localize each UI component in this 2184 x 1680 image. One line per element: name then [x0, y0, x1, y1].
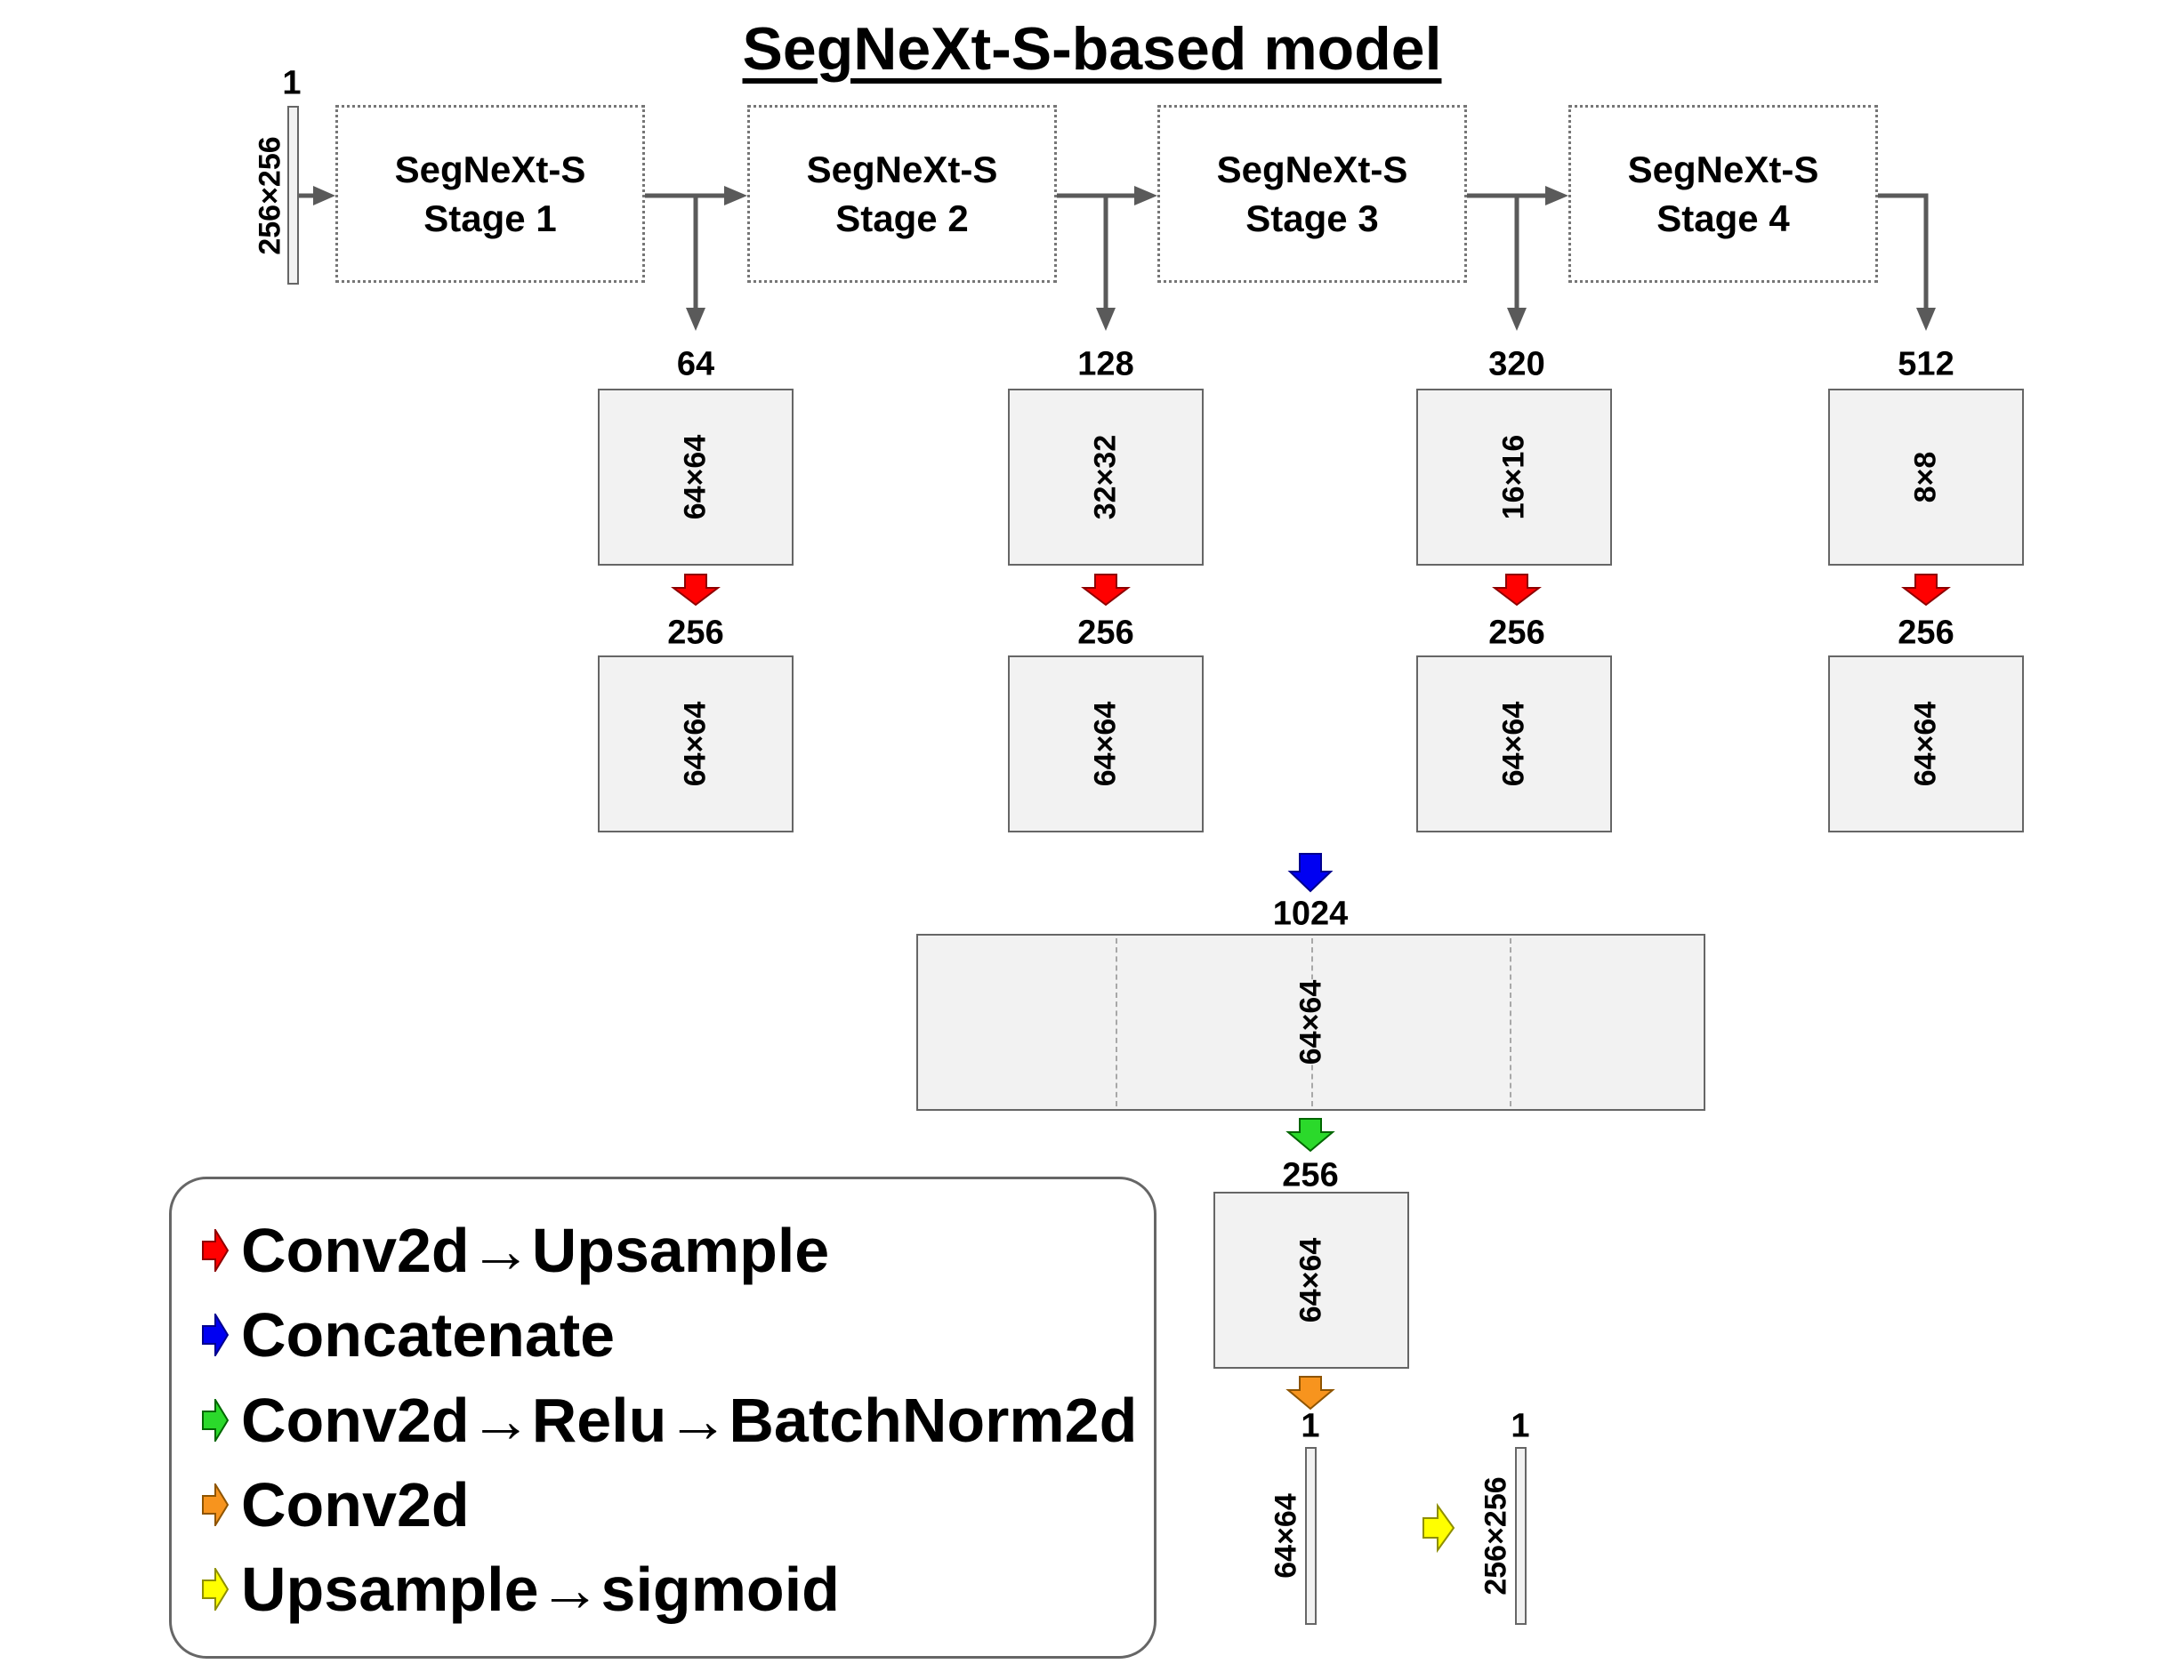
fuse-channels-label: 256 — [1282, 1156, 1339, 1194]
col4-channels-label: 512 — [1898, 345, 1954, 383]
stage2-number: Stage 2 — [835, 197, 969, 239]
stage2-to-stage3-arrowhead — [1134, 186, 1157, 205]
page-title: SegNeXt-S-based model — [0, 14, 2184, 84]
upsampled-map-stage4: 64×64 — [1828, 655, 2024, 832]
orange-arrow-icon-flow — [1285, 1376, 1335, 1411]
stage1-to-stage2-arrowhead — [724, 186, 747, 205]
input-to-stage1-arrowhead — [313, 186, 335, 205]
stage1-branch-arrowhead — [686, 308, 705, 331]
green-arrow-icon-shape — [202, 1399, 229, 1442]
concat-box: 64×64 — [916, 934, 1705, 1111]
stage3-number: Stage 3 — [1245, 197, 1379, 239]
fuse-box: 64×64 — [1213, 1192, 1409, 1369]
stage3-to-stage4-arrowhead — [1545, 186, 1568, 205]
upsampled-map-stage4-size: 64×64 — [1908, 701, 1943, 787]
col1-fused-channels-label: 256 — [667, 614, 724, 652]
col4-fused-channels-label: 256 — [1898, 614, 1954, 652]
col2-fused-channels-label: 256 — [1077, 614, 1134, 652]
upsampled-map-stage3-size: 64×64 — [1496, 701, 1531, 787]
legend-label-conv-upsample: Conv2d→Upsample — [241, 1216, 830, 1285]
stage-box-4: SegNeXt-S Stage 4 — [1568, 105, 1878, 283]
orange-arrow-icon-shape — [202, 1483, 229, 1526]
output-channels-label: 1 — [1511, 1407, 1530, 1445]
feature-map-stage2: 32×32 — [1008, 389, 1204, 566]
stage-box-3: SegNeXt-S Stage 3 — [1157, 105, 1467, 283]
orange-arrow-icon — [202, 1483, 229, 1526]
legend-box: Conv2d→Upsample Concatenate Conv2d→Relu→… — [169, 1177, 1156, 1659]
fuse-size: 64×64 — [1293, 1237, 1328, 1323]
col1-channels-label: 64 — [676, 345, 715, 383]
yellow-arrow-icon-shape — [202, 1568, 229, 1611]
input-size-label: 256×256 — [253, 136, 287, 255]
feature-map-stage4-size: 8×8 — [1908, 451, 1943, 503]
legend-item-concatenate: Concatenate — [202, 1292, 615, 1378]
feature-map-stage3: 16×16 — [1416, 389, 1612, 566]
logits-size-label: 64×64 — [1269, 1493, 1303, 1579]
stage2-branch-arrowhead — [1096, 308, 1116, 331]
col3-fused-channels-label: 256 — [1488, 614, 1545, 652]
feature-map-stage4: 8×8 — [1828, 389, 2024, 566]
legend-label-upsample-sigmoid: Upsample→sigmoid — [241, 1555, 840, 1624]
yellow-arrow-icon-flow — [1422, 1502, 1455, 1554]
col2-channels-label: 128 — [1077, 345, 1134, 383]
stage-box-2: SegNeXt-S Stage 2 — [747, 105, 1057, 283]
blue-arrow-icon-flow — [1287, 853, 1334, 893]
blue-arrow-icon-shape — [202, 1314, 229, 1356]
legend-label-conv-relu-bn: Conv2d→Relu→BatchNorm2d — [241, 1386, 1138, 1455]
feature-map-stage1-size: 64×64 — [678, 434, 713, 520]
col3-channels-label: 320 — [1488, 345, 1545, 383]
output-tensor-strip — [1515, 1447, 1527, 1625]
page-title-text: SegNeXt-S-based model — [742, 15, 1442, 83]
stage4-number: Stage 4 — [1656, 197, 1790, 239]
stage1-number: Stage 1 — [423, 197, 557, 239]
input-channels-label: 1 — [282, 64, 302, 102]
upsampled-map-stage1-size: 64×64 — [678, 701, 713, 787]
output-size-label: 256×256 — [1479, 1476, 1513, 1596]
concat-size: 64×64 — [1293, 979, 1328, 1065]
red-arrow-icon-shape — [202, 1229, 229, 1272]
logits-tensor-strip — [1305, 1447, 1317, 1625]
upsampled-map-stage2: 64×64 — [1008, 655, 1204, 832]
input-tensor-strip — [287, 106, 299, 285]
upsampled-map-stage1: 64×64 — [598, 655, 794, 832]
concat-channels-label: 1024 — [1272, 895, 1349, 933]
concat-separator-1 — [1116, 938, 1117, 1106]
legend-item-upsample-sigmoid: Upsample→sigmoid — [202, 1547, 840, 1632]
stage3-branch-arrowhead — [1507, 308, 1527, 331]
concat-separator-3 — [1510, 938, 1511, 1106]
legend-label-concatenate: Concatenate — [241, 1300, 616, 1370]
stage4-elbow-line — [1878, 193, 1929, 308]
legend-item-conv2d: Conv2d — [202, 1462, 470, 1547]
stage4-name: SegNeXt-S — [1627, 148, 1819, 190]
green-arrow-icon-flow — [1285, 1118, 1335, 1153]
red-arrow-icon-4 — [1901, 574, 1951, 607]
red-arrow-icon-2 — [1081, 574, 1131, 607]
red-arrow-icon-1 — [671, 574, 721, 607]
blue-arrow-icon — [202, 1314, 229, 1356]
feature-map-stage1: 64×64 — [598, 389, 794, 566]
red-arrows — [671, 574, 1951, 607]
stage-box-1: SegNeXt-S Stage 1 — [335, 105, 645, 283]
green-arrow-icon — [202, 1399, 229, 1442]
stage4-branch-arrowhead — [1916, 308, 1936, 331]
feature-map-stage2-size: 32×32 — [1088, 434, 1123, 520]
legend-label-conv2d: Conv2d — [241, 1470, 470, 1539]
red-arrow-icon-3 — [1492, 574, 1542, 607]
feature-map-stage3-size: 16×16 — [1496, 434, 1531, 520]
stage2-name: SegNeXt-S — [806, 148, 998, 190]
upsampled-map-stage2-size: 64×64 — [1088, 701, 1123, 787]
legend-item-conv-relu-bn: Conv2d→Relu→BatchNorm2d — [202, 1378, 1137, 1463]
logits-channels-label: 1 — [1301, 1407, 1320, 1445]
yellow-arrow-icon — [202, 1568, 229, 1611]
red-arrow-icon — [202, 1229, 229, 1272]
stage1-name: SegNeXt-S — [394, 148, 586, 190]
stage3-name: SegNeXt-S — [1216, 148, 1408, 190]
upsampled-map-stage3: 64×64 — [1416, 655, 1612, 832]
legend-item-conv-upsample: Conv2d→Upsample — [202, 1208, 829, 1293]
